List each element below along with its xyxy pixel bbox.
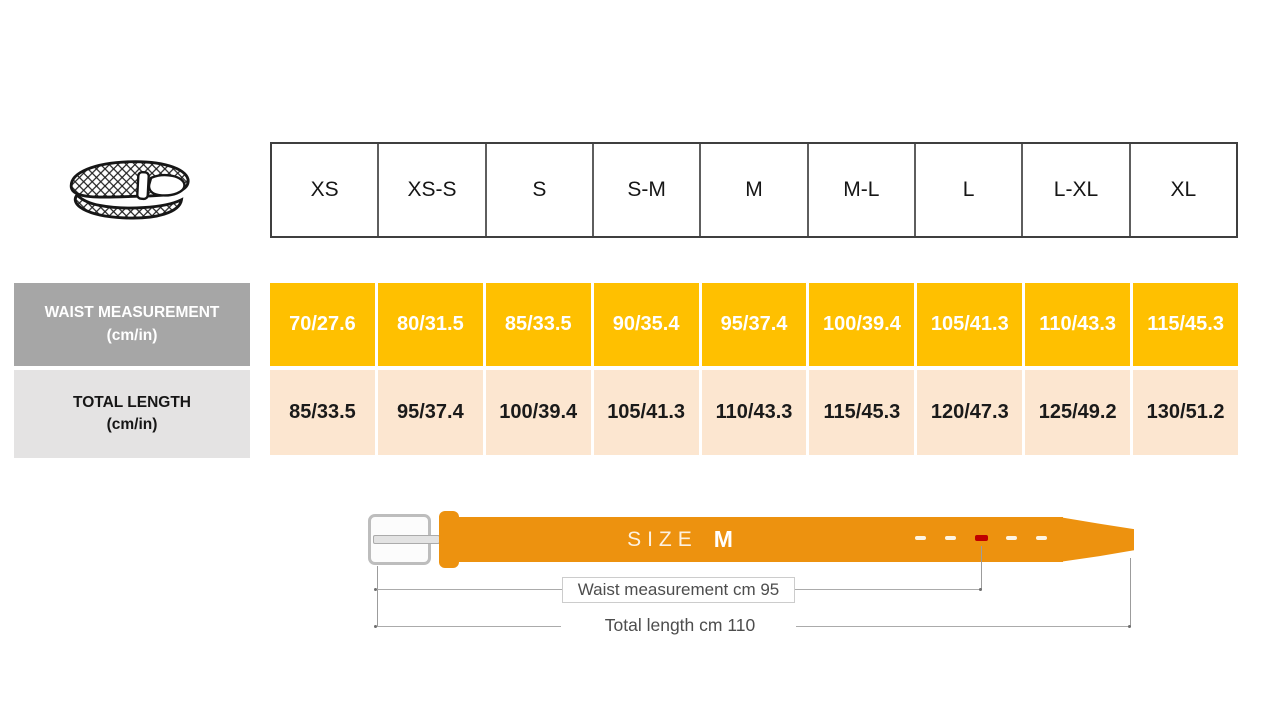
belt-hole-highlighted (975, 535, 988, 541)
size-header-cell-s: S (484, 144, 592, 236)
length-value-cell: 105/41.3 (593, 370, 699, 455)
length-value-cell: 95/37.4 (377, 370, 483, 455)
waist-measurement-row-label: WAIST MEASUREMENT (cm/in) (14, 283, 250, 366)
length-label-text: TOTAL LENGTH (73, 393, 191, 411)
size-header-cell-xl: XL (1128, 144, 1236, 236)
waist-label-unit: (cm/in) (106, 326, 158, 344)
belt-strap-tip (1059, 517, 1134, 562)
length-dim-line-left (377, 626, 561, 627)
belt-tip-guide-line (1130, 558, 1131, 627)
length-value-cell: 120/47.3 (917, 370, 1023, 455)
waist-value-cell: 115/45.3 (1133, 283, 1239, 366)
total-length-row-label: TOTAL LENGTH (cm/in) (14, 370, 250, 458)
waist-dim-line-left (377, 589, 562, 590)
size-header-cell-m-l: M-L (806, 144, 914, 236)
size-header-cell-s-m: S-M (591, 144, 699, 236)
total-length-row: 85/33.5 95/37.4 100/39.4 105/41.3 110/43… (270, 370, 1239, 455)
belt-hole (1006, 536, 1017, 540)
waist-value-cell: 110/43.3 (1025, 283, 1131, 366)
red-hole-guide-line (981, 546, 982, 589)
size-header-cell-xs-s: XS-S (377, 144, 484, 236)
length-dim-line-right (796, 626, 1130, 627)
waist-label-text: WAIST MEASUREMENT (44, 304, 220, 322)
belt-hole (945, 536, 956, 540)
braided-belt-icon (58, 146, 210, 244)
belt-size-label: SIZE M (560, 517, 800, 562)
waist-dim-dot-left (374, 588, 377, 591)
length-value-cell: 125/49.2 (1025, 370, 1131, 455)
waist-dim-line-right (795, 589, 981, 590)
length-dim-dot-right (1128, 625, 1131, 628)
length-dim-dot-left (374, 625, 377, 628)
waist-value-cell: 80/31.5 (377, 283, 483, 366)
length-value-cell: 130/51.2 (1133, 370, 1239, 455)
length-annotation-text: Total length cm 110 (604, 615, 756, 635)
length-value-cell: 115/45.3 (809, 370, 915, 455)
waist-value-cell: 95/37.4 (701, 283, 807, 366)
waist-value-cell: 105/41.3 (917, 283, 1023, 366)
size-header-cell-xs: XS (310, 178, 339, 201)
length-value-cell: 85/33.5 (270, 370, 375, 455)
size-header-row: XS XS-S S S-M M M-L L L-XL XL (270, 142, 1238, 238)
size-value: M (713, 526, 733, 552)
size-header-cell-l: L (913, 144, 1021, 236)
waist-annotation-box: Waist measurement cm 95 (562, 577, 795, 603)
size-header-cell-m: M (699, 144, 806, 236)
waist-value-cell: 100/39.4 (809, 283, 915, 366)
waist-measurement-row: 70/27.6 80/31.5 85/33.5 90/35.4 95/37.4 … (270, 283, 1239, 366)
buckle-guide-line (377, 566, 378, 627)
waist-dim-dot-right (979, 588, 982, 591)
belt-keeper-loop (439, 511, 459, 568)
size-word: SIZE (627, 527, 698, 551)
belt-hole (1036, 536, 1047, 540)
belt-hole (915, 536, 926, 540)
waist-annotation-text: Waist measurement cm 95 (577, 580, 780, 599)
waist-value-cell: 90/35.4 (593, 283, 699, 366)
belt-strap (457, 517, 1063, 562)
belt-buckle-prong (373, 535, 440, 544)
length-value-cell: 110/43.3 (701, 370, 807, 455)
waist-value-cell: 70/27.6 (270, 283, 375, 366)
size-header-cell-l-xl: L-XL (1021, 144, 1128, 236)
length-value-cell: 100/39.4 (485, 370, 591, 455)
length-label-unit: (cm/in) (106, 416, 158, 433)
waist-value-cell: 85/33.5 (485, 283, 591, 366)
